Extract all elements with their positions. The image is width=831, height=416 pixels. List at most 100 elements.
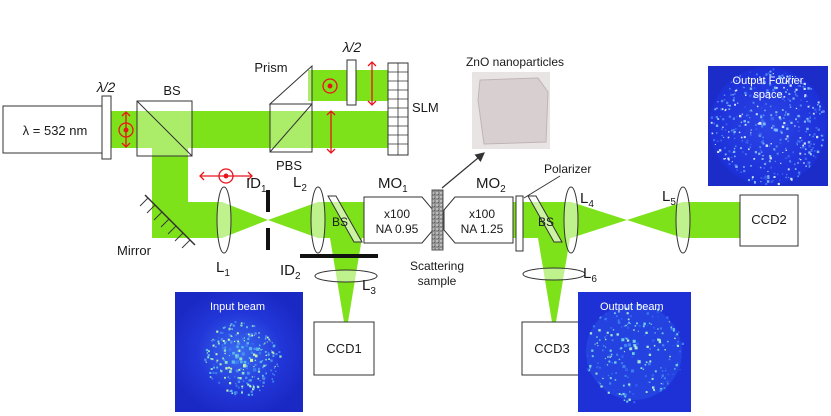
speckle-dot (596, 336, 598, 338)
speckle-dot (606, 364, 608, 366)
speckle-dot (240, 360, 243, 364)
speckle-dot (816, 135, 819, 139)
speckle-dot (787, 168, 790, 171)
beam-splitter-2: BS (327, 195, 363, 243)
speckle-dot (230, 367, 233, 370)
speckle-dot (221, 344, 224, 346)
speckle-dot (606, 331, 609, 334)
speckle-dot (762, 142, 765, 145)
speckle-dot (748, 179, 750, 182)
speckle-dot (271, 350, 273, 352)
speckle-dot (663, 377, 666, 380)
speckle-dot (252, 343, 254, 345)
speckle-dot (644, 334, 646, 336)
speckle-dot (212, 344, 215, 347)
speckle-dot (770, 143, 772, 145)
speckle-dot (676, 343, 679, 346)
speckle-dot (786, 173, 788, 176)
speckle-dot (807, 141, 811, 144)
speckle-dot (254, 332, 257, 335)
svg-text:space: space (753, 89, 782, 101)
speckle-dot (801, 82, 804, 85)
speckle-dot (653, 389, 655, 391)
speckle-dot (629, 314, 632, 318)
speckle-dot (248, 384, 252, 388)
speckle-dot (621, 338, 625, 342)
speckle-dot (813, 150, 816, 152)
speckle-dot (229, 377, 231, 380)
svg-text:λ/2: λ/2 (96, 79, 116, 95)
speckle-dot (222, 347, 224, 350)
speckle-dot (637, 358, 639, 360)
speckle-dot (787, 176, 789, 178)
speckle-dot (624, 395, 627, 398)
speckle-dot (604, 364, 606, 366)
speckle-dot (782, 152, 784, 153)
speckle-dot (731, 156, 733, 158)
speckle-dot (771, 127, 773, 129)
speckle-dot (597, 362, 599, 364)
speckle-dot (746, 114, 748, 117)
speckle-dot (245, 365, 248, 368)
speckle-dot (784, 100, 786, 102)
speckle-dot (792, 151, 794, 154)
speckle-dot (591, 355, 594, 358)
speckle-dot (765, 183, 768, 185)
speckle-dot (797, 114, 800, 118)
speckle-dot (609, 356, 611, 358)
speckle-dot (800, 159, 802, 161)
speckle-dot (664, 370, 667, 372)
speckle-dot (799, 104, 802, 107)
speckle-dot (654, 332, 656, 334)
speckle-dot (785, 138, 787, 140)
speckle-dot (734, 103, 736, 106)
speckle-dot (765, 178, 767, 180)
speckle-dot (622, 384, 625, 387)
speckle-dot (660, 367, 662, 369)
speckle-dot (780, 162, 782, 164)
speckle-dot (676, 344, 679, 347)
speckle-dot (657, 348, 660, 351)
speckle-dot (213, 366, 215, 369)
speckle-dot (674, 337, 676, 340)
lens-5: L5 (662, 186, 691, 254)
speckle-dot (264, 351, 267, 353)
speckle-dot (758, 94, 760, 96)
speckle-dot (725, 123, 728, 126)
speckle-dot (636, 322, 638, 325)
speckle-dot (779, 142, 781, 144)
svg-text:SLM: SLM (412, 100, 439, 115)
speckle-dot (673, 328, 675, 330)
speckle-dot (653, 326, 655, 329)
speckle-dot (773, 172, 776, 175)
speckle-dot (768, 160, 771, 163)
speckle-dot (724, 147, 726, 149)
speckle-dot (213, 364, 215, 365)
speckle-dot (789, 106, 792, 108)
speckle-dot (722, 126, 724, 128)
speckle-dot (721, 108, 724, 110)
speckle-dot (765, 73, 768, 76)
speckle-dot (733, 92, 736, 95)
speckle-dot (750, 165, 752, 167)
speckle-dot (798, 126, 800, 128)
speckle-dot (804, 145, 806, 148)
output-fourier-panel: Output Fourier space (708, 66, 828, 186)
speckle-dot (629, 391, 631, 393)
speckle-dot (661, 370, 664, 372)
speckle-dot (665, 368, 667, 370)
speckle-dot (754, 181, 756, 184)
speckle-dot (772, 124, 775, 128)
speckle-dot (627, 343, 631, 347)
speckle-dot (775, 81, 778, 83)
speckle-dot (772, 73, 774, 75)
speckle-dot (647, 381, 650, 383)
speckle-dot (634, 325, 637, 327)
speckle-dot (633, 401, 636, 404)
speckle-dot (770, 180, 773, 183)
speckle-dot (228, 366, 230, 369)
speckle-dot (598, 381, 600, 384)
speckle-dot (716, 107, 718, 109)
svg-text:L2: L2 (293, 174, 307, 194)
speckle-dot (812, 135, 814, 138)
